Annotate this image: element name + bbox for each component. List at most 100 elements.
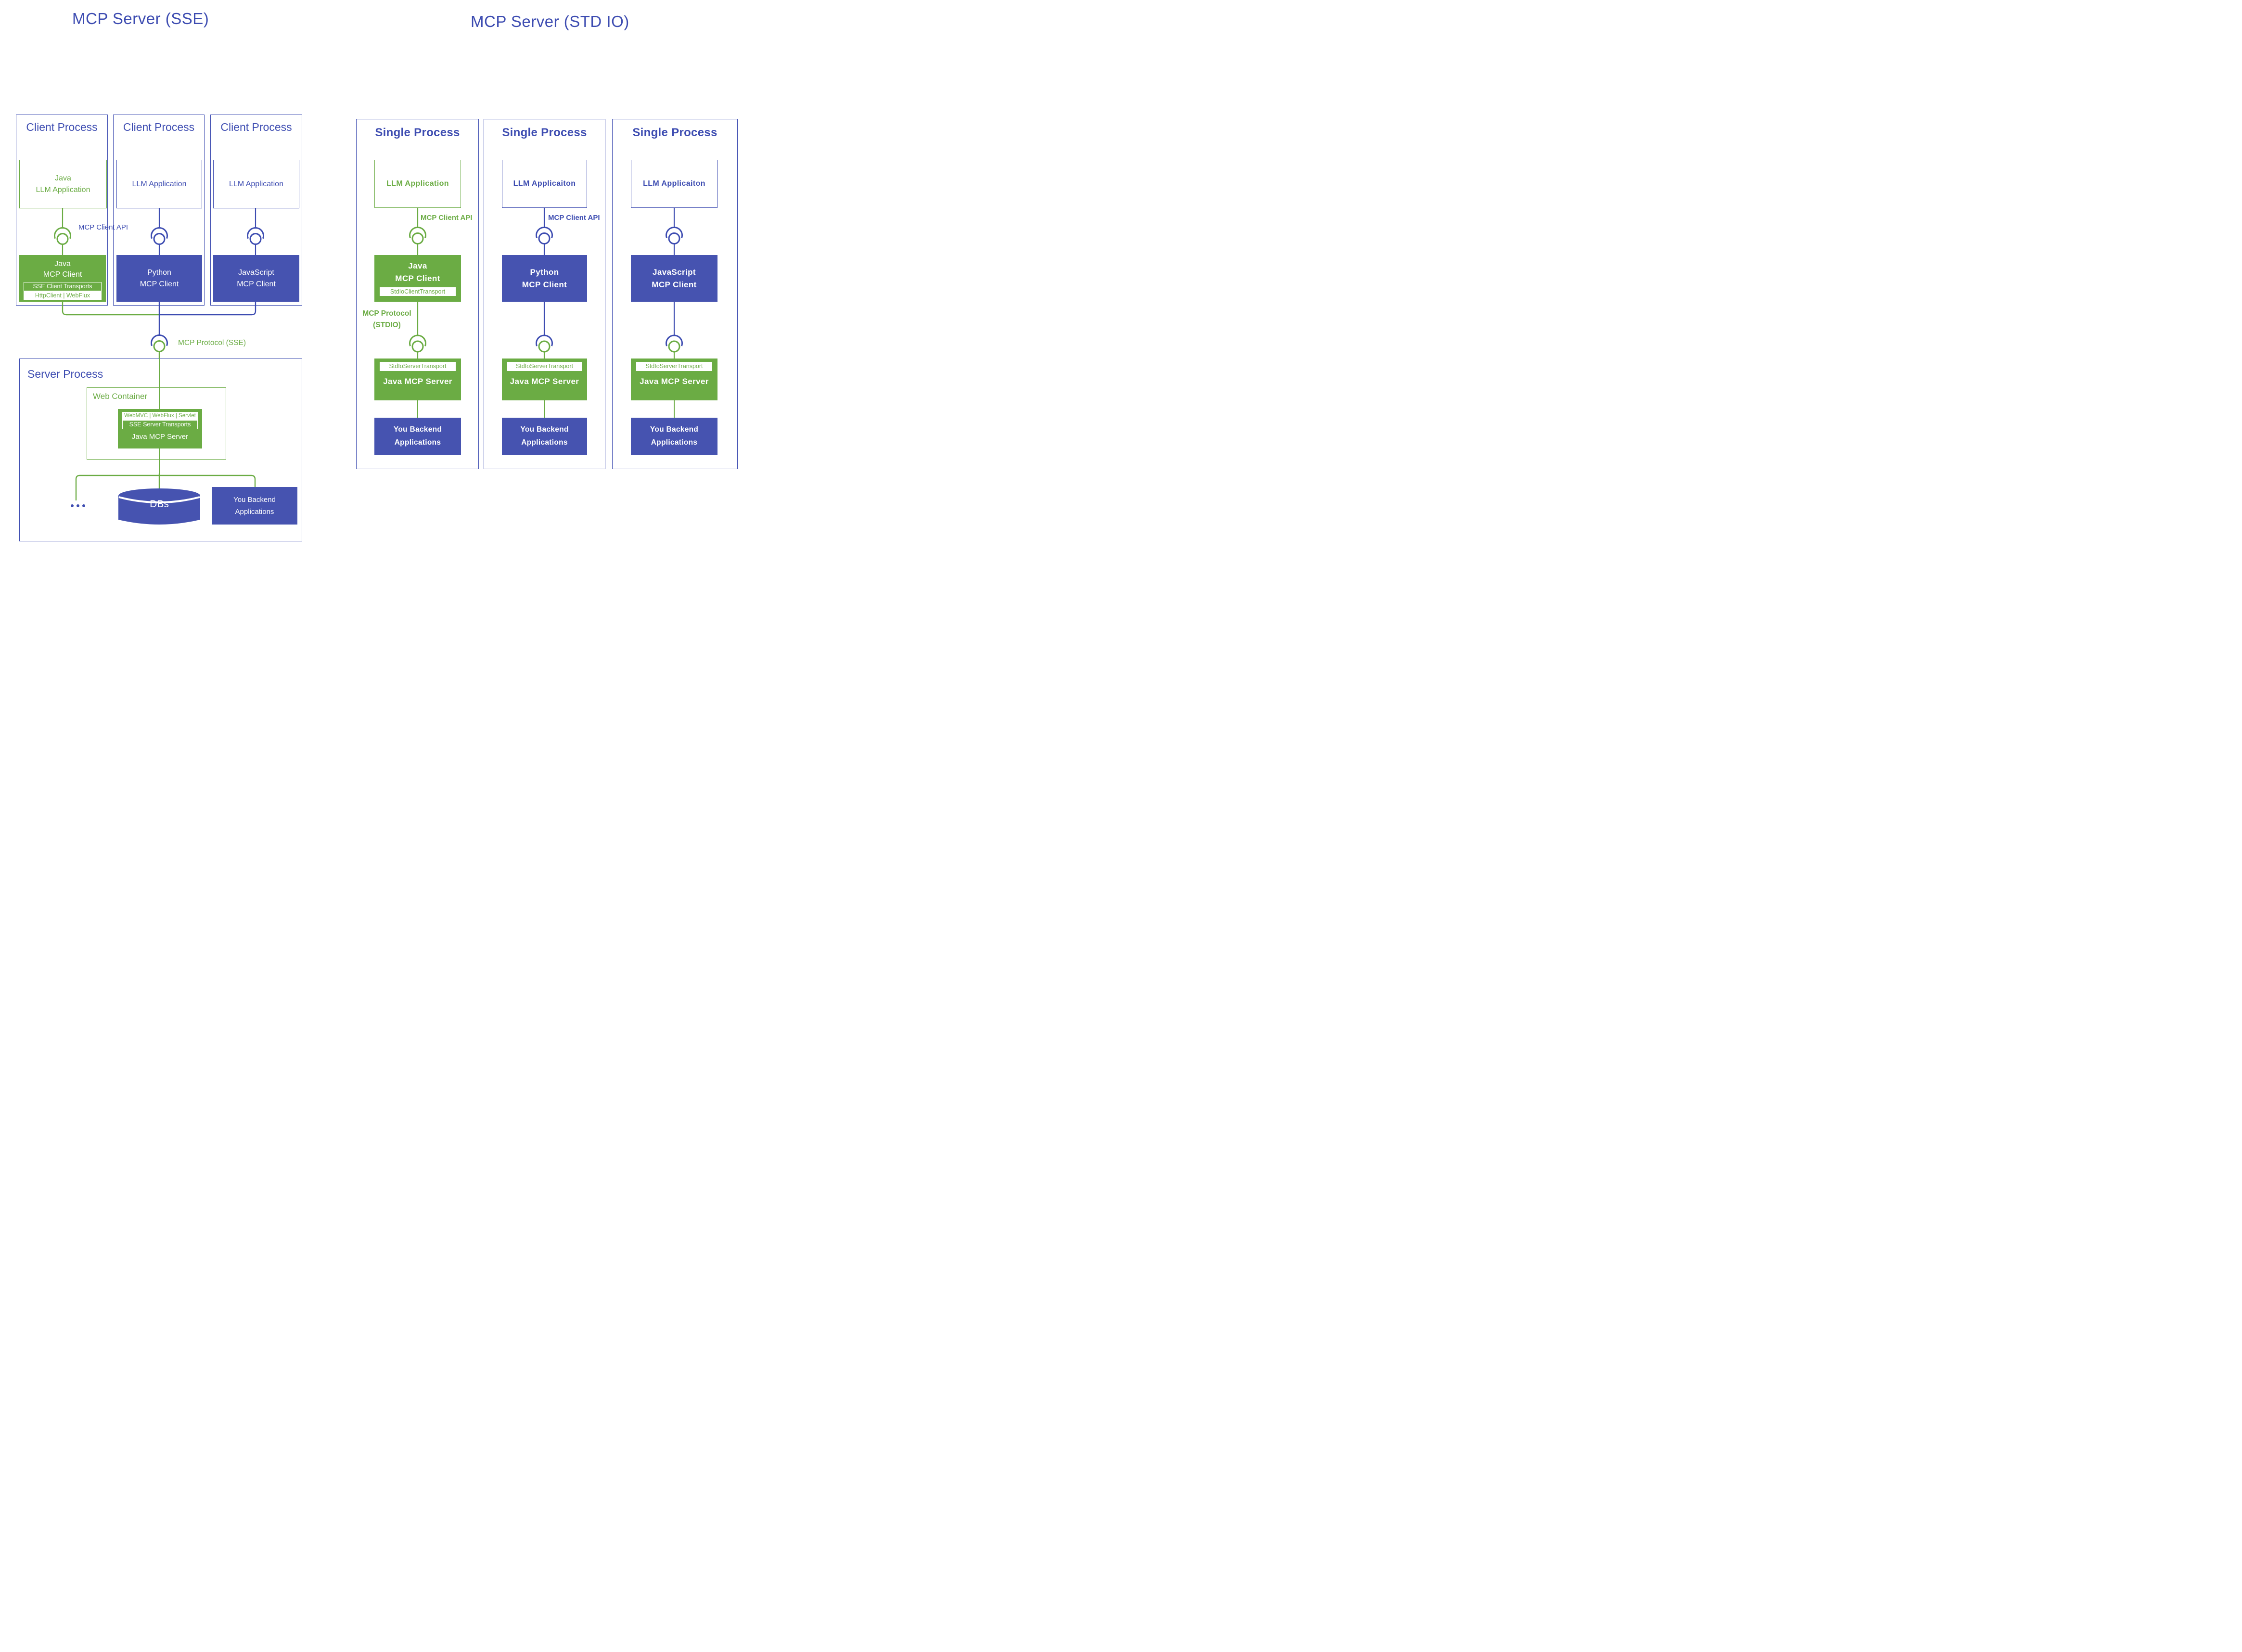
llm-app-label: LLM Applicaiton [643,179,705,188]
sse-java-llm-application-box: Java LLM Application [19,160,107,208]
stdio-python-mcp-client-box: Python MCP Client [502,255,587,302]
java-mcp-server-label: Java MCP Server [510,377,579,386]
dot [77,504,79,507]
stdio-llm-application-box-2: LLM Applicaiton [502,160,587,208]
webmvc-webflux-servlet-bar: WebMVC | WebFlux | Servlet [122,412,198,420]
sse-java-mcp-client-box: Java MCP Client SSE Client Transports Ht… [19,255,106,302]
sse-server-transports-bar: SSE Server Transports [122,420,198,429]
llm-app-label: LLM Applicaiton [513,179,576,188]
socket-connector-icon [409,208,426,255]
java-mcp-server-label: Java MCP Server [640,377,709,386]
stdio-mcp-client-api-label-1: MCP Client API [421,214,473,222]
sse-java-mcp-server-box: WebMVC | WebFlux | Servlet SSE Server Tr… [118,409,202,448]
stdio-backend-applications-box-3: You Backend Applications [631,418,717,455]
sse-mcp-client-api-label: MCP Client API [78,223,128,231]
llm-app-line1: Java [55,174,71,183]
stdio-java-mcp-server-box-3: StdIoServerTransport Java MCP Server [631,359,717,400]
stdio-llm-application-box-3: LLM Applicaiton [631,160,717,208]
protocol-line1: MCP Protocol [362,309,411,318]
sse-backend-branch-lines [75,474,256,500]
protocol-line2: (STDIO) [373,321,401,330]
backend-line1: You Backend [233,495,276,504]
stdio-client-transport-bar: StdIoClientTransport [380,287,456,296]
stdio-backend-applications-box-2: You Backend Applications [502,418,587,455]
backend-line2: Applications [235,508,274,516]
sse-server-outbound-line [159,448,160,474]
dbs-label: DBs [150,499,169,510]
backend-line2: Applications [521,438,568,447]
stdio-java-mcp-server-box-1: StdIoServerTransport Java MCP Server [374,359,461,400]
sse-python-mcp-client-box: Python MCP Client [116,255,202,302]
sse-client-process-1-title: Client Process [26,121,98,133]
server-backend-line [417,400,418,418]
stdio-server-transport-bar: StdIoServerTransport [636,362,712,371]
stdio-single-process-3-title: Single Process [632,126,717,139]
client-line1: JavaScript [238,268,274,277]
backend-line1: You Backend [393,425,442,434]
sse-llm-application-box-2: LLM Application [116,160,202,208]
client-line2: MCP Client [43,270,82,279]
sse-merge-lines-and-protocol-icon [62,302,256,359]
socket-connector-icon [666,302,683,359]
stdio-server-transport-bar: StdIoServerTransport [380,362,456,371]
sse-client-process-3-title: Client Process [220,121,292,133]
client-line2: MCP Client [237,280,276,288]
stdio-java-mcp-client-box: Java MCP Client StdIoClientTransport [374,255,461,302]
client-line2: MCP Client [652,280,697,289]
client-line2: MCP Client [522,280,567,289]
sse-web-container-box [87,387,226,460]
socket-connector-icon [409,302,426,359]
mcp-architecture-diagram: MCP Server (SSE) Client Process Client P… [0,0,747,551]
socket-connector-icon [247,208,264,255]
stdio-server-transport-bar: StdIoServerTransport [507,362,582,371]
socket-connector-icon [536,302,553,359]
dot [82,504,85,507]
sse-client-transports-bar: SSE Client Transports [24,282,102,292]
stdio-single-process-2-title: Single Process [502,126,587,139]
dot [71,504,74,507]
client-line1: JavaScript [653,268,696,277]
backend-line2: Applications [394,438,441,447]
sse-server-inbound-line [159,359,160,409]
client-line1: Java [408,261,427,270]
stdio-section-title: MCP Server (STD IO) [471,13,629,30]
dbs-cylinder-icon [118,488,200,525]
client-line1: Python [147,268,171,277]
sse-llm-application-box-3: LLM Application [213,160,299,208]
ellipsis-more-targets [71,504,85,507]
llm-app-label: LLM Application [386,179,449,188]
sse-server-process-title: Server Process [27,368,103,380]
stdio-protocol-label: MCP Protocol (STDIO) [359,308,415,331]
stdio-llm-application-box-1: LLM Application [374,160,461,208]
sse-java-mcp-server-label: Java MCP Server [131,433,189,441]
httpclient-webflux-bar: HttpClient | WebFlux [24,291,102,300]
sse-backend-applications-box: You Backend Applications [212,487,297,525]
socket-connector-icon [666,208,683,255]
llm-app-label: LLM Application [132,179,187,188]
socket-connector-icon [54,208,71,255]
socket-connector-icon [151,208,168,255]
socket-connector-icon [536,208,553,255]
stdio-backend-applications-box-1: You Backend Applications [374,418,461,455]
backend-line2: Applications [651,438,698,447]
stdio-javascript-mcp-client-box: JavaScript MCP Client [631,255,717,302]
backend-line1: You Backend [650,425,699,434]
stdio-single-process-1-title: Single Process [375,126,460,139]
server-backend-line [674,400,675,418]
llm-app-label: LLM Application [229,179,283,188]
sse-section-title: MCP Server (SSE) [72,10,209,27]
sse-protocol-label: MCP Protocol (SSE) [178,339,246,347]
sse-web-container-label: Web Container [93,392,148,401]
sse-javascript-mcp-client-box: JavaScript MCP Client [213,255,299,302]
client-line1: Python [530,268,559,277]
java-mcp-server-label: Java MCP Server [383,377,452,386]
sse-client-process-2-title: Client Process [123,121,195,133]
server-backend-line [544,400,545,418]
client-line2: MCP Client [140,280,179,288]
client-line2: MCP Client [395,273,440,283]
client-line1: Java [54,259,71,268]
stdio-java-mcp-server-box-2: StdIoServerTransport Java MCP Server [502,359,587,400]
llm-app-line2: LLM Application [36,185,90,194]
stdio-mcp-client-api-label-2: MCP Client API [548,214,600,222]
backend-line1: You Backend [520,425,569,434]
